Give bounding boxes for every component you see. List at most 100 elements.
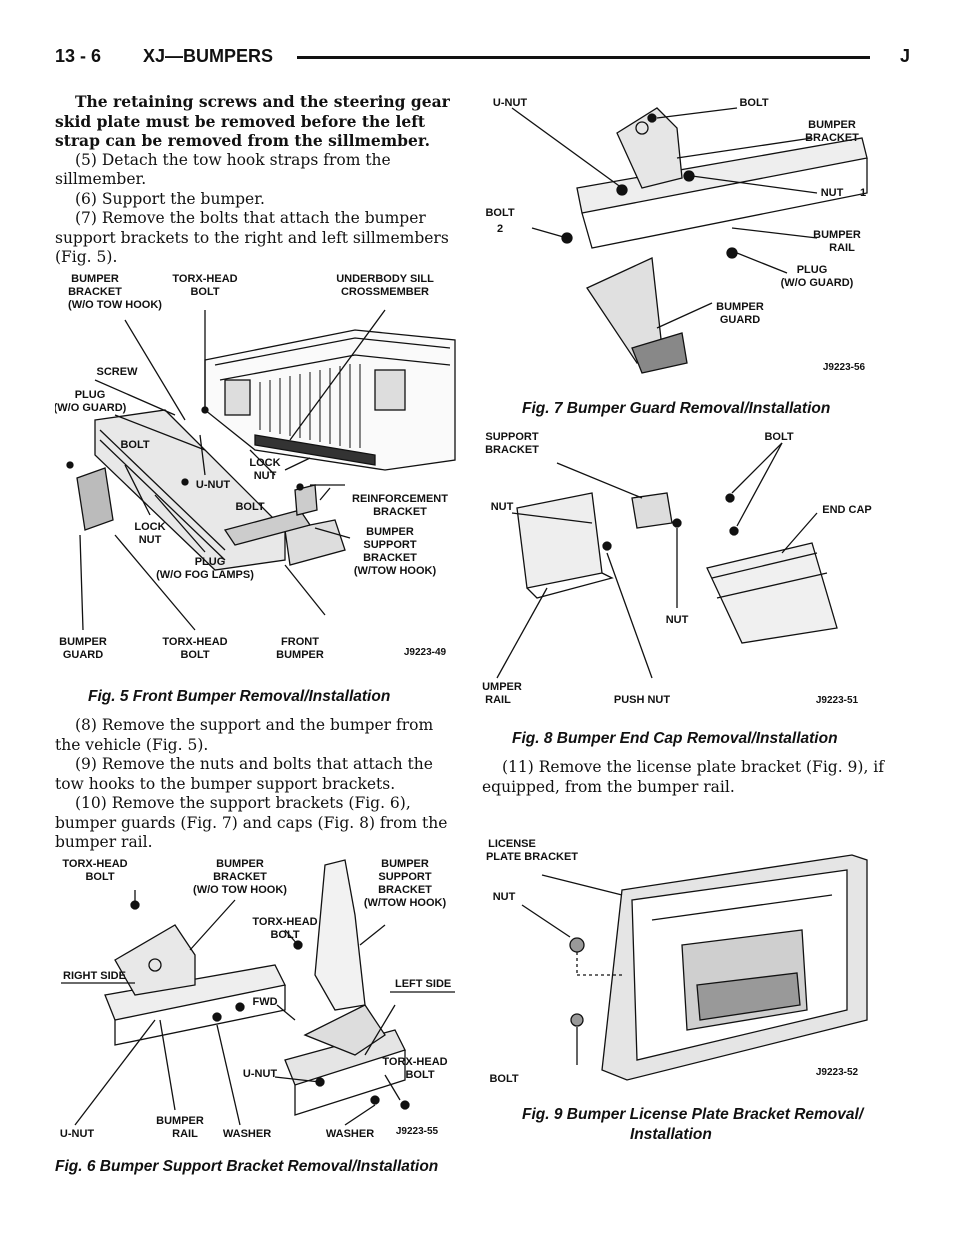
fig6-label: WASHER — [326, 1128, 374, 1140]
fig5-label: TORX-HEAD — [172, 273, 237, 285]
step-5: (5) Detach the tow hook straps from the … — [55, 150, 391, 189]
fig7-label: BOLT — [739, 97, 768, 109]
fig7-label: PLUG — [797, 264, 828, 276]
fig6-label: LEFT SIDE — [395, 978, 451, 990]
fig5-label: BOLT — [180, 649, 209, 661]
fig9-label: BOLT — [489, 1073, 518, 1085]
fig5-illustration: BUMPER BRACKET (W/O TOW HOOK) TORX-HEAD … — [55, 273, 456, 661]
fig9-label: NUT — [493, 891, 516, 903]
fig7-label: BUMPER — [716, 301, 764, 313]
step-8: (8) Remove the support and the bumper fr… — [55, 716, 434, 754]
fig6-label: RIGHT SIDE — [63, 970, 126, 982]
left-column-text-mid: (8) Remove the support and the bumper fr… — [55, 716, 460, 853]
fig7-label: (W/O GUARD) — [781, 277, 854, 289]
fig5-label: BUMPER — [71, 273, 119, 285]
fig9-caption-line-2: Installation — [630, 1126, 712, 1143]
fig5-label: (W/O TOW HOOK) — [68, 299, 162, 311]
fig5-label: FRONT — [281, 636, 319, 648]
step-11: (11) Remove the license plate bracket (F… — [482, 758, 885, 796]
fig6-label: WASHER — [223, 1128, 271, 1140]
fig8-illustration: SUPPORT BRACKET BOLT NUT END CAP NUT BUM… — [482, 431, 872, 706]
fig5-label: BOLT — [235, 501, 264, 513]
fig6-label: BOLT — [85, 871, 114, 883]
fig5-label: GUARD — [63, 649, 103, 661]
fig9-caption-line-1: Fig. 9 Bumper License Plate Bracket Remo… — [522, 1106, 864, 1123]
fig5-label: REINFORCEMENT — [352, 493, 448, 505]
fig6-label: (W/TOW HOOK) — [364, 897, 447, 909]
fig5-label: (W/TOW HOOK) — [354, 565, 437, 577]
fig8-label: BOLT — [764, 431, 793, 443]
fig7-label: RAIL — [829, 242, 855, 254]
fig6-label: BOLT — [405, 1069, 434, 1081]
left-column-text-top: The retaining screws and the steering ge… — [55, 92, 460, 268]
section-title: XJ—BUMPERS — [143, 46, 274, 66]
fig7-caption: Fig. 7 Bumper Guard Removal/Installation — [522, 400, 831, 417]
fig5-label: NUT — [139, 534, 162, 546]
fig5-label: LOCK — [249, 457, 280, 469]
fig5-label: BRACKET — [68, 286, 122, 298]
fig5-label: BOLT — [120, 439, 149, 451]
fig6-label: U-NUT — [243, 1068, 277, 1080]
fig7-label: NUT — [821, 187, 844, 199]
fig6-label: BOLT — [270, 929, 299, 941]
fig7-label: U-NUT — [493, 97, 527, 109]
fig5-label: LOCK — [134, 521, 165, 533]
page-number: 13 - 6 — [55, 46, 102, 66]
fig5-label: BUMPER — [59, 636, 107, 648]
fig5-label: BUMPER — [276, 649, 324, 661]
fig5-code: J9223-49 — [404, 647, 447, 658]
fig7-label: BUMPER — [808, 119, 856, 131]
fig6-caption: Fig. 6 Bumper Support Bracket Removal/In… — [55, 1158, 439, 1175]
fig6-label: BUMPER — [156, 1115, 204, 1127]
fig5-label: BRACKET — [373, 506, 427, 518]
fig5-label: (W/O GUARD) — [55, 402, 127, 414]
fig6-illustration: TORX-HEAD BOLT BUMPER BRACKET (W/O TOW H… — [60, 858, 455, 1140]
fig7-label: BUMPER — [813, 229, 861, 241]
fig8-label: BUMPER — [482, 681, 522, 693]
fig8-code: J9223-51 — [816, 695, 859, 706]
step-7: (7) Remove the bolts that attach the bum… — [55, 209, 449, 266]
fig5-label: SUPPORT — [363, 539, 416, 551]
fig6-label: TORX-HEAD — [62, 858, 127, 870]
fig5-label: CROSSMEMBER — [341, 286, 429, 298]
header-rule — [297, 56, 870, 59]
fig7-illustration: U-NUT BOLT BUMPER BRACKET NUT 1 BOLT 2 B… — [485, 97, 868, 374]
fig5-label: SCREW — [97, 366, 139, 378]
fig5-label: (W/O FOG LAMPS) — [156, 569, 254, 581]
fig5-label: PLUG — [75, 389, 106, 401]
header-letter: J — [899, 46, 910, 66]
fig6-label: SUPPORT — [378, 871, 431, 883]
fig6-label: RAIL — [172, 1128, 198, 1140]
warning-text: The retaining screws and the steering ge… — [55, 92, 450, 150]
fig5-label: U-NUT — [196, 479, 230, 491]
step-6: (6) Support the bumper. — [75, 189, 265, 208]
fig6-label: FWD — [252, 996, 277, 1008]
fig5-label: PLUG — [195, 556, 226, 568]
fig5-label: BRACKET — [363, 552, 417, 564]
fig6-code: J9223-55 — [396, 1126, 439, 1137]
fig6-label: TORX-HEAD — [382, 1056, 447, 1068]
fig8-label: NUT — [491, 501, 514, 513]
right-column-text: (11) Remove the license plate bracket (F… — [482, 758, 887, 797]
fig7-label: GUARD — [720, 314, 760, 326]
step-9: (9) Remove the nuts and bolts that attac… — [55, 755, 433, 793]
fig9-illustration: LICENSE PLATE BRACKET NUT BOLT J9223-52 — [486, 838, 868, 1085]
fig6-label: BRACKET — [213, 871, 267, 883]
fig9-label: LICENSE — [488, 838, 536, 850]
fig7-callout-1: 1 — [860, 187, 866, 199]
step-10: (10) Remove the support brackets (Fig. 6… — [55, 794, 448, 851]
fig6-label: BRACKET — [378, 884, 432, 896]
fig8-caption: Fig. 8 Bumper End Cap Removal/Installati… — [512, 730, 838, 747]
fig9-code: J9223-52 — [816, 1067, 859, 1078]
page-header: 13 - 6 XJ—BUMPERS J — [55, 46, 910, 76]
fig5-label: BOLT — [190, 286, 219, 298]
fig8-label: PUSH NUT — [614, 694, 671, 706]
fig7-code: J9223-56 — [823, 362, 866, 373]
fig8-label: BRACKET — [485, 444, 539, 456]
fig5-label: TORX-HEAD — [162, 636, 227, 648]
fig7-label: BRACKET — [805, 132, 859, 144]
fig7-callout-2: 2 — [497, 223, 503, 235]
fig6-label: U-NUT — [60, 1128, 94, 1140]
fig6-label: TORX-HEAD — [252, 916, 317, 928]
fig8-label: RAIL — [485, 694, 511, 706]
